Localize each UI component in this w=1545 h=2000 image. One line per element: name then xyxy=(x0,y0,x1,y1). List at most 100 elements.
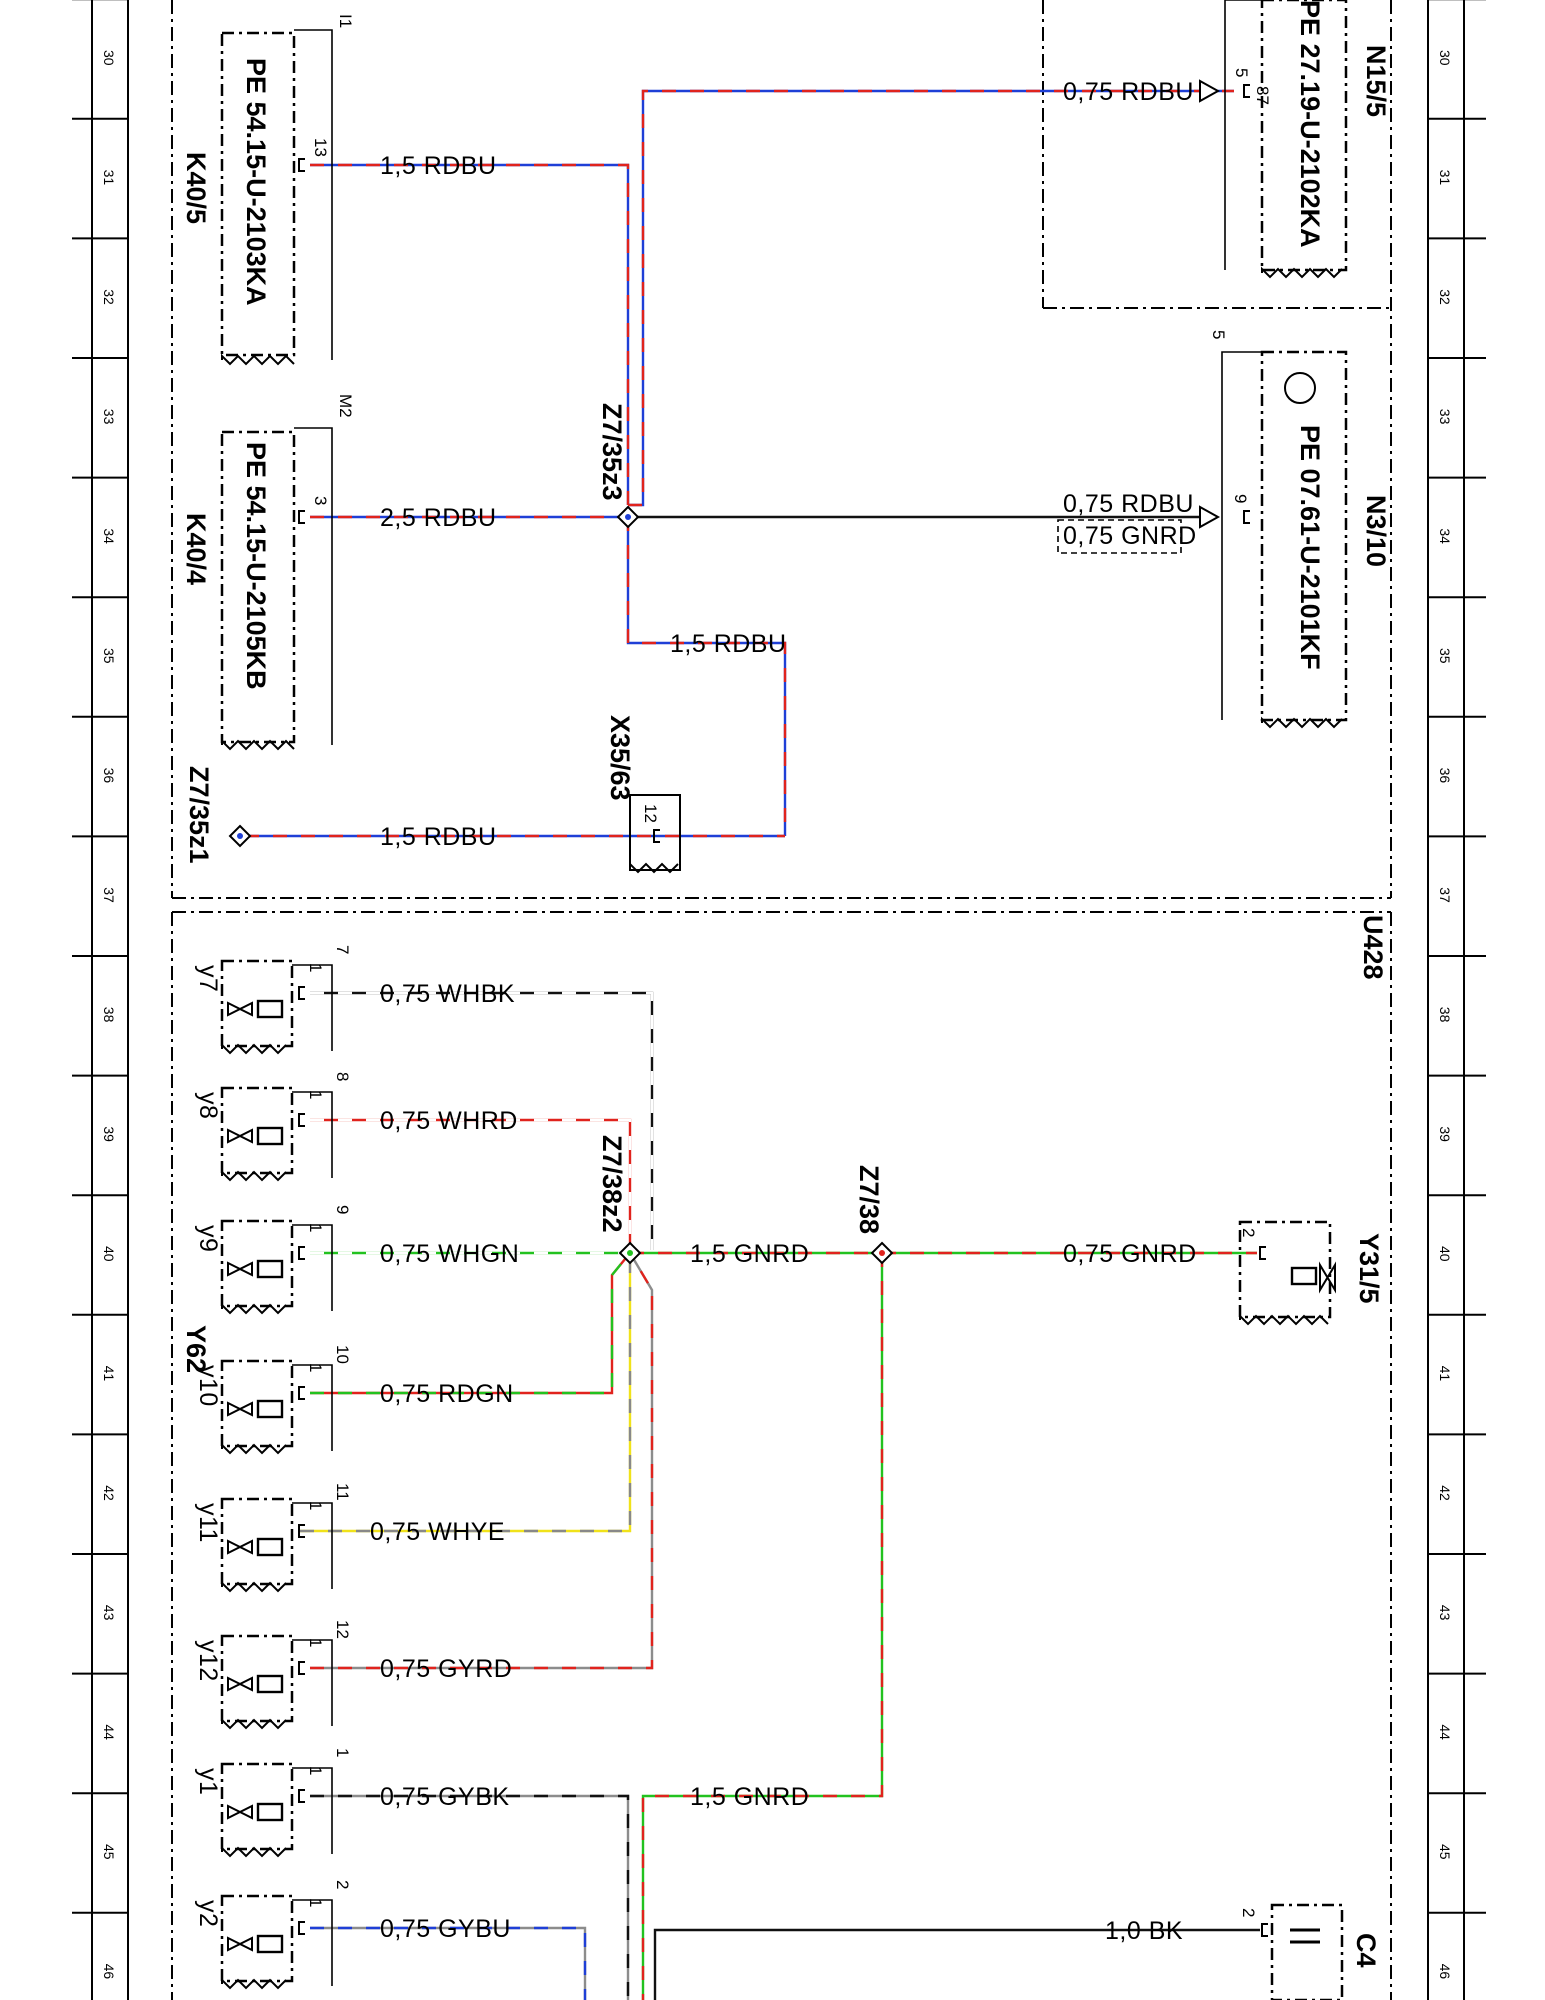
valve-number: 11 xyxy=(333,1483,352,1501)
pin-label: 1 xyxy=(306,1766,325,1775)
pin-terminal xyxy=(1259,1246,1266,1260)
pin-terminal xyxy=(298,1789,305,1803)
component-n3-10 xyxy=(1260,350,1348,722)
splice-z7-38-dot xyxy=(879,1250,885,1256)
solenoid-coil-icon xyxy=(256,1934,284,1954)
ruler-number: 37 xyxy=(1437,887,1453,903)
wire-label: 1,5 RDBU xyxy=(380,823,497,851)
pin-label: 3 xyxy=(311,496,330,505)
wire-label: 0,75 RDBU xyxy=(1063,78,1194,106)
arrow-icon xyxy=(1199,505,1221,529)
module-label: PE 07.61-U-2101KF xyxy=(1295,425,1325,670)
wire-label: 2,5 RDBU xyxy=(380,504,497,532)
valve-number: 12 xyxy=(333,1620,352,1639)
connector-break xyxy=(1239,1313,1329,1326)
pin-terminal xyxy=(298,1386,305,1400)
connector-break xyxy=(221,738,295,751)
pin-terminal xyxy=(1243,510,1250,524)
wire-x35-down-stripe xyxy=(626,517,787,836)
connector-break xyxy=(221,1717,287,1730)
wire-label: 1,5 GNRD xyxy=(690,1240,809,1268)
pin-terminal xyxy=(1243,84,1250,98)
pin-label: 5 xyxy=(1209,330,1228,339)
pin-label: 12 xyxy=(641,804,660,823)
wire-x35-down xyxy=(626,517,787,836)
ruler-number: 40 xyxy=(101,1246,117,1262)
ruler-number: 30 xyxy=(101,50,117,66)
wire-label: 0,75 WHRD xyxy=(380,1107,518,1135)
pin-terminal xyxy=(298,1113,305,1127)
ruler-number: 33 xyxy=(1437,409,1453,425)
frame-u428-section xyxy=(171,911,1392,2000)
pin-label: 2 xyxy=(1239,1228,1258,1237)
valve-y10 xyxy=(220,1359,294,1448)
wire-gybk xyxy=(310,1794,630,2000)
wire-gybu-stripe xyxy=(310,1926,587,2000)
pin-label: I1 xyxy=(336,14,355,28)
transistor-icon xyxy=(1284,372,1316,404)
pin-label: 1 xyxy=(306,963,325,972)
ruler-number: 31 xyxy=(1437,170,1453,186)
wire-label: 1,5 GNRD xyxy=(690,1783,809,1811)
pin-label: 1 xyxy=(306,1898,325,1907)
wire-label: 0,75 RDGN xyxy=(380,1380,514,1408)
valve-number: 10 xyxy=(333,1345,352,1364)
connector-break xyxy=(221,1302,287,1315)
wire-gyrd xyxy=(310,1252,654,1670)
connector-bracket xyxy=(294,427,333,745)
connector-bracket xyxy=(292,1502,333,1589)
connector-break xyxy=(221,1169,287,1182)
connector-break xyxy=(1261,266,1343,279)
ruler-number: 40 xyxy=(1437,1246,1453,1262)
solenoid-coil-icon xyxy=(256,1802,284,1822)
wire-layer xyxy=(245,89,1260,2000)
valve-icon xyxy=(227,1539,253,1555)
pin-label: 1 xyxy=(306,1090,325,1099)
component-k40-5 xyxy=(220,31,296,357)
valve-id: y7 xyxy=(194,965,222,992)
valve-id: y12 xyxy=(194,1640,222,1682)
ruler-number: 36 xyxy=(1437,768,1453,784)
connector-bracket xyxy=(292,964,333,1051)
solenoid-coil-icon xyxy=(1290,1266,1318,1286)
solenoid-coil-icon xyxy=(256,1259,284,1279)
ruler-number: 35 xyxy=(101,648,117,664)
pin-label: 9 xyxy=(1231,494,1250,503)
wire-1-0-bk xyxy=(653,1928,1260,2000)
connector-break xyxy=(221,1977,287,1990)
wire-gybk-stripe xyxy=(310,1794,630,2000)
pin-terminal xyxy=(298,1661,305,1675)
connector-break xyxy=(221,1042,287,1055)
valve-icon xyxy=(227,1261,253,1277)
ruler-number: 46 xyxy=(1437,1964,1453,1980)
valve-id: y1 xyxy=(194,1768,222,1795)
component-id: N15/5 xyxy=(1361,45,1391,117)
component-id: Z7/38 xyxy=(854,1165,884,1234)
valve-y2 xyxy=(220,1894,294,1983)
ruler-number: 36 xyxy=(101,768,117,784)
valve-number: 9 xyxy=(333,1205,352,1214)
ruler-number: 44 xyxy=(101,1724,117,1740)
pin-label: 1 xyxy=(306,1223,325,1232)
connector-bracket xyxy=(1224,0,1262,270)
valve-y12 xyxy=(220,1634,294,1723)
connector-bracket xyxy=(1221,351,1262,720)
component-id: Z7/38z2 xyxy=(597,1135,627,1233)
connector-bracket xyxy=(292,1767,333,1854)
pin-label: 1 xyxy=(306,1363,325,1372)
valve-y1 xyxy=(220,1762,294,1851)
ruler-number: 42 xyxy=(1437,1485,1453,1501)
wire-whbk-stripe xyxy=(310,991,654,1250)
wire-label: 1,0 BK xyxy=(1105,1917,1183,1945)
wire-label: 1,5 RDBU xyxy=(670,630,787,658)
frame-n15-5 xyxy=(1042,0,1391,309)
valve-icon xyxy=(227,1401,253,1417)
wire-label: 0,75 RDBU xyxy=(1063,490,1194,518)
component-y31-5 xyxy=(1238,1220,1332,1319)
valve-id: y8 xyxy=(194,1092,222,1119)
ruler-number: 32 xyxy=(101,289,117,305)
splice-z7-38z2-dot xyxy=(627,1250,633,1256)
wire-label: 0,75 GYBU xyxy=(380,1915,511,1943)
